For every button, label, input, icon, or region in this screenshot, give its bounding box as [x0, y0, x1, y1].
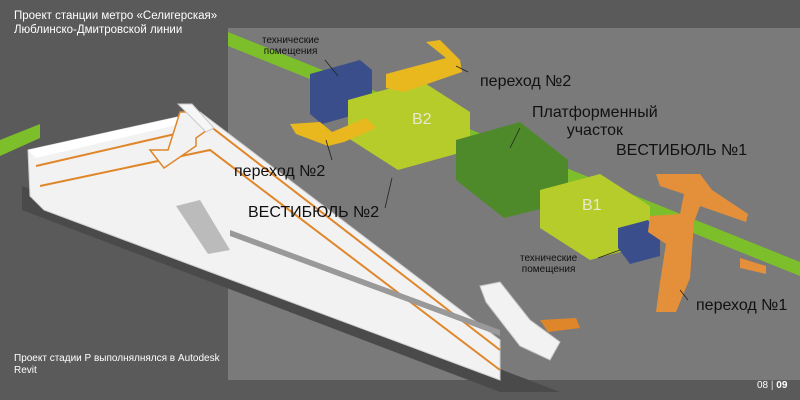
- station-exit-orange: [540, 318, 580, 332]
- leader-tech-bottom: [597, 249, 621, 259]
- page-number: 08 | 09: [757, 380, 788, 391]
- label-platform: Платформенный участок: [532, 104, 658, 140]
- leader-platform: [509, 127, 521, 149]
- transfer-2-left: [290, 118, 376, 146]
- leader-lines: [324, 59, 689, 301]
- page-number-current: 09: [776, 380, 788, 391]
- station-3d-model: [27, 103, 580, 381]
- station-blocks: [290, 40, 766, 312]
- track-line-left: [0, 124, 40, 156]
- label-tech-rooms-top-line1: технические: [262, 35, 320, 46]
- label-transfer-2-left: переход №2: [234, 163, 326, 180]
- block-label-b1: В1: [582, 197, 602, 214]
- label-vestibule-1: ВЕСТИБЮЛЬ №1: [616, 142, 748, 159]
- page-title-line1: Проект станции метро «Селигерская»: [14, 10, 218, 22]
- station-roof: [28, 112, 206, 158]
- label-transfer-1: переход №1: [696, 297, 788, 314]
- page-title-line2: Люблинско-Дмитровской линии: [14, 24, 183, 36]
- block-label-b2: В2: [412, 111, 432, 128]
- leader-tech-top: [324, 59, 339, 77]
- label-tech-rooms-top: технические помещения: [262, 35, 319, 57]
- leader-vestibule2: [384, 177, 393, 209]
- vestibule-2-block: [348, 80, 470, 170]
- label-tech-rooms-bottom-line2: помещения: [521, 264, 576, 275]
- label-tech-rooms-bottom: технические помещения: [520, 253, 577, 275]
- label-transfer-2-top: переход №2: [480, 73, 572, 90]
- label-platform-line2: участок: [566, 122, 623, 139]
- transfer-1-stub: [740, 258, 766, 274]
- footer-note: Проект стадии Р выполнялнялся в Autodesk…: [14, 353, 224, 377]
- station-escalator: [176, 200, 230, 254]
- transfer-2-top: [386, 40, 462, 92]
- leader-transfer2-left: [325, 139, 333, 161]
- station-exit: [479, 281, 561, 361]
- page-number-prev: 08: [757, 380, 769, 391]
- label-tech-rooms-bottom-line1: технические: [520, 253, 578, 264]
- station-platform-edge: [230, 230, 500, 336]
- leader-transfer2-top: [455, 65, 469, 73]
- label-vestibule-2: ВЕСТИБЮЛЬ №2: [248, 204, 380, 221]
- footer-note-line2: Revit: [14, 365, 37, 376]
- footer-note-line1: Проект стадии Р выполнялнялся в Autodesk: [14, 353, 220, 364]
- label-tech-rooms-top-line2: помещения: [263, 46, 318, 57]
- transfer-1: [648, 174, 748, 312]
- label-platform-line1: Платформенный: [532, 104, 658, 121]
- leader-transfer1: [679, 289, 689, 301]
- station-tower: [176, 103, 215, 133]
